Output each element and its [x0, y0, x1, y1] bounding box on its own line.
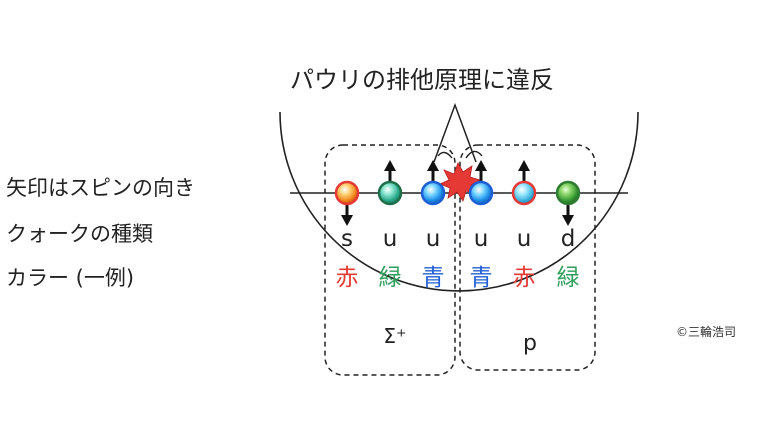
proton-box — [459, 144, 596, 371]
quark-color-label: 緑 — [379, 265, 402, 291]
quark-ball — [555, 180, 581, 206]
quark-flavor-label: u — [383, 226, 398, 252]
quark-color-label: 青 — [422, 265, 445, 291]
quark-ball — [420, 180, 446, 206]
particle-label-proton: p — [523, 331, 537, 356]
quark-color-label: 青 — [470, 265, 493, 291]
particle-label-sigma-plus: Σ⁺ — [383, 324, 406, 348]
quark-color-label: 赤 — [336, 265, 359, 291]
spin-up-arrow-icon — [518, 160, 530, 171]
quark-ball — [468, 180, 494, 206]
quark-type-label: クォークの種類 — [6, 222, 153, 246]
quark-flavor-label: u — [426, 226, 441, 252]
callout-pointer — [433, 102, 477, 163]
quark-flavor-label: u — [474, 226, 489, 252]
pauli-violation-title: パウリの排他原理に違反 — [290, 66, 554, 94]
callout-arc-left — [437, 151, 453, 159]
quark-color-label: 赤 — [513, 265, 536, 291]
spin-down-arrow-icon — [562, 215, 574, 226]
spin-up-arrow-icon — [427, 160, 439, 171]
color-label: カラー (一例) — [6, 266, 135, 290]
quark-flavor-label: d — [561, 226, 576, 252]
spin-direction-label: 矢印はスピンの向き — [6, 176, 195, 200]
quark-ball — [377, 180, 403, 206]
callout-arc-right — [465, 150, 483, 159]
spin-down-arrow-icon — [341, 215, 353, 226]
credit-text: ©三輪浩司 — [676, 325, 737, 339]
quark-ball — [511, 180, 537, 206]
spin-up-arrow-icon — [384, 160, 396, 171]
quark-flavor-label: u — [517, 226, 532, 252]
potential-well — [279, 111, 639, 292]
quark-flavor-label: s — [341, 226, 353, 252]
quark-color-label: 緑 — [557, 265, 580, 291]
sigma-plus-box — [324, 144, 456, 376]
quark-ball — [334, 180, 360, 206]
spin-up-arrow-icon — [475, 160, 487, 171]
